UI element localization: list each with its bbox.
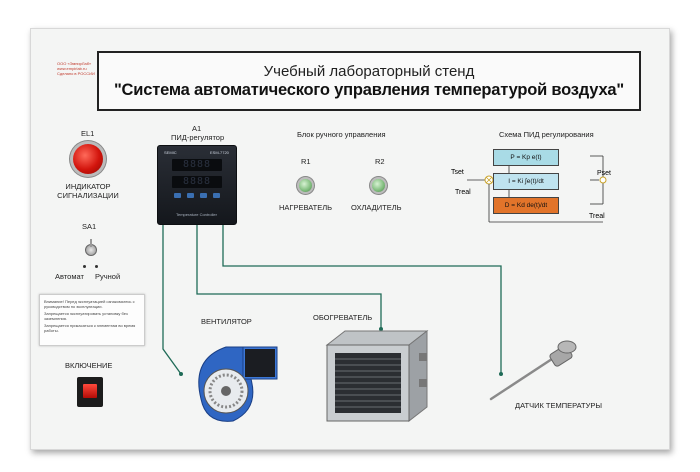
heater-manual-label: НАГРЕВАТЕЛЬ (279, 203, 333, 212)
treal-out-label: Treal (589, 213, 605, 220)
cooler-manual-label: ОХЛАДИТЕЛЬ (351, 203, 402, 212)
treal-label: Treal (455, 189, 471, 196)
signal-lamp (73, 144, 103, 174)
heater-icon (325, 329, 429, 423)
heater-label: ОБОГРЕВАТЕЛЬ (313, 313, 373, 322)
fan-icon (198, 346, 278, 422)
pid-label: ПИД-регулятор (171, 133, 225, 142)
i-block: I = Ki ∫e(t)/dt (493, 173, 559, 190)
power-label: ВКЛЮЧЕНИЕ (65, 361, 113, 370)
pid-button[interactable] (174, 193, 181, 198)
mode-toggle-switch[interactable] (85, 239, 97, 256)
pid-controller-device: SEMIC ESM-7720 8888 8888 Temperature Con… (157, 145, 237, 225)
manual-block-title: Блок ручного управления (297, 130, 386, 139)
mode-manual-label: Ручной (95, 272, 121, 281)
selector-tag: SA1 (82, 222, 97, 231)
sensor-label: ДАТЧИК ТЕМПЕРАТУРЫ (515, 401, 603, 410)
pset-label: Pset (597, 170, 612, 177)
indicator-tag: EL1 (81, 129, 95, 138)
title-line-2: "Система автоматического управления темп… (113, 81, 625, 99)
power-switch[interactable] (77, 377, 103, 407)
pid-button[interactable] (213, 193, 220, 198)
pid-tag: A1 (192, 124, 202, 133)
safety-note: Внимание! Перед эксплуатацией ознакомьте… (39, 294, 145, 346)
pid-scheme-title: Схема ПИД регулирования (499, 130, 594, 139)
pid-buttons (174, 193, 220, 199)
heater-manual-button[interactable] (299, 179, 312, 192)
pv-display: 8888 (172, 159, 222, 171)
pid-button[interactable] (187, 193, 194, 198)
lab-stand-panel: ООО «ЭмпирЛаб» www.empirlab.ru Сделано в… (30, 28, 670, 450)
pid-button[interactable] (200, 193, 207, 198)
tset-label: Tset (451, 169, 464, 176)
title-box: Учебный лабораторный стенд "Система авто… (97, 51, 641, 111)
d-block: D = Kd de(t)/dt (493, 197, 559, 214)
title-line-1: Учебный лабораторный стенд (263, 63, 475, 80)
indicator-label: ИНДИКАТОР СИГНАЛИЗАЦИИ (57, 182, 119, 200)
wiring (162, 223, 503, 376)
cooler-manual-button[interactable] (372, 179, 385, 192)
r2-tag: R2 (375, 157, 385, 166)
company-info: ООО «ЭмпирЛаб» www.empirlab.ru Сделано в… (57, 61, 95, 76)
r1-tag: R1 (301, 157, 311, 166)
sv-display: 8888 (172, 176, 222, 188)
temperature-sensor-icon (489, 340, 577, 401)
mode-auto-label: Автомат (55, 272, 84, 281)
fan-label: ВЕНТИЛЯТОР (201, 317, 252, 326)
p-block: P = Kp e(t) (493, 149, 559, 166)
